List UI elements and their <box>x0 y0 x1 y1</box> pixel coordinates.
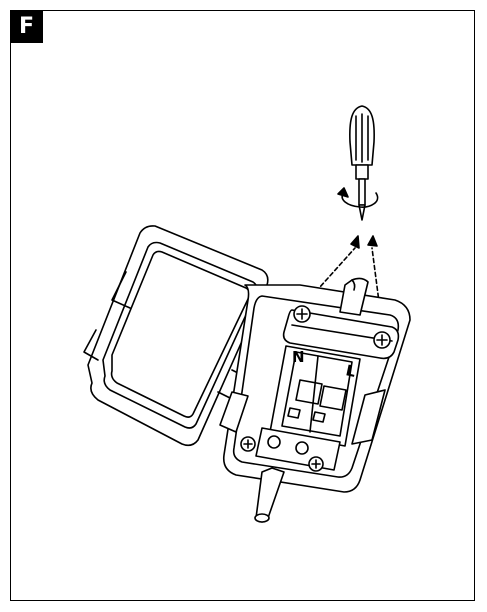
screw-icon <box>240 436 256 452</box>
screw-icon <box>308 456 324 472</box>
arrow-head-right <box>367 235 378 247</box>
terminal-label-neutral: N <box>292 348 305 366</box>
step-badge: F <box>10 10 43 43</box>
screwdriver-icon <box>349 105 375 221</box>
open-lid <box>83 225 269 447</box>
screw-icon <box>373 331 391 349</box>
figure-frame <box>10 10 475 601</box>
cable-top <box>339 277 369 316</box>
arrow-head-left <box>350 235 360 249</box>
terminal-block <box>255 345 361 471</box>
screw-icon <box>293 305 311 323</box>
terminal-label-live: L <box>344 361 358 381</box>
rotation-arrow-icon <box>337 187 379 208</box>
cable-bottom <box>254 467 285 523</box>
